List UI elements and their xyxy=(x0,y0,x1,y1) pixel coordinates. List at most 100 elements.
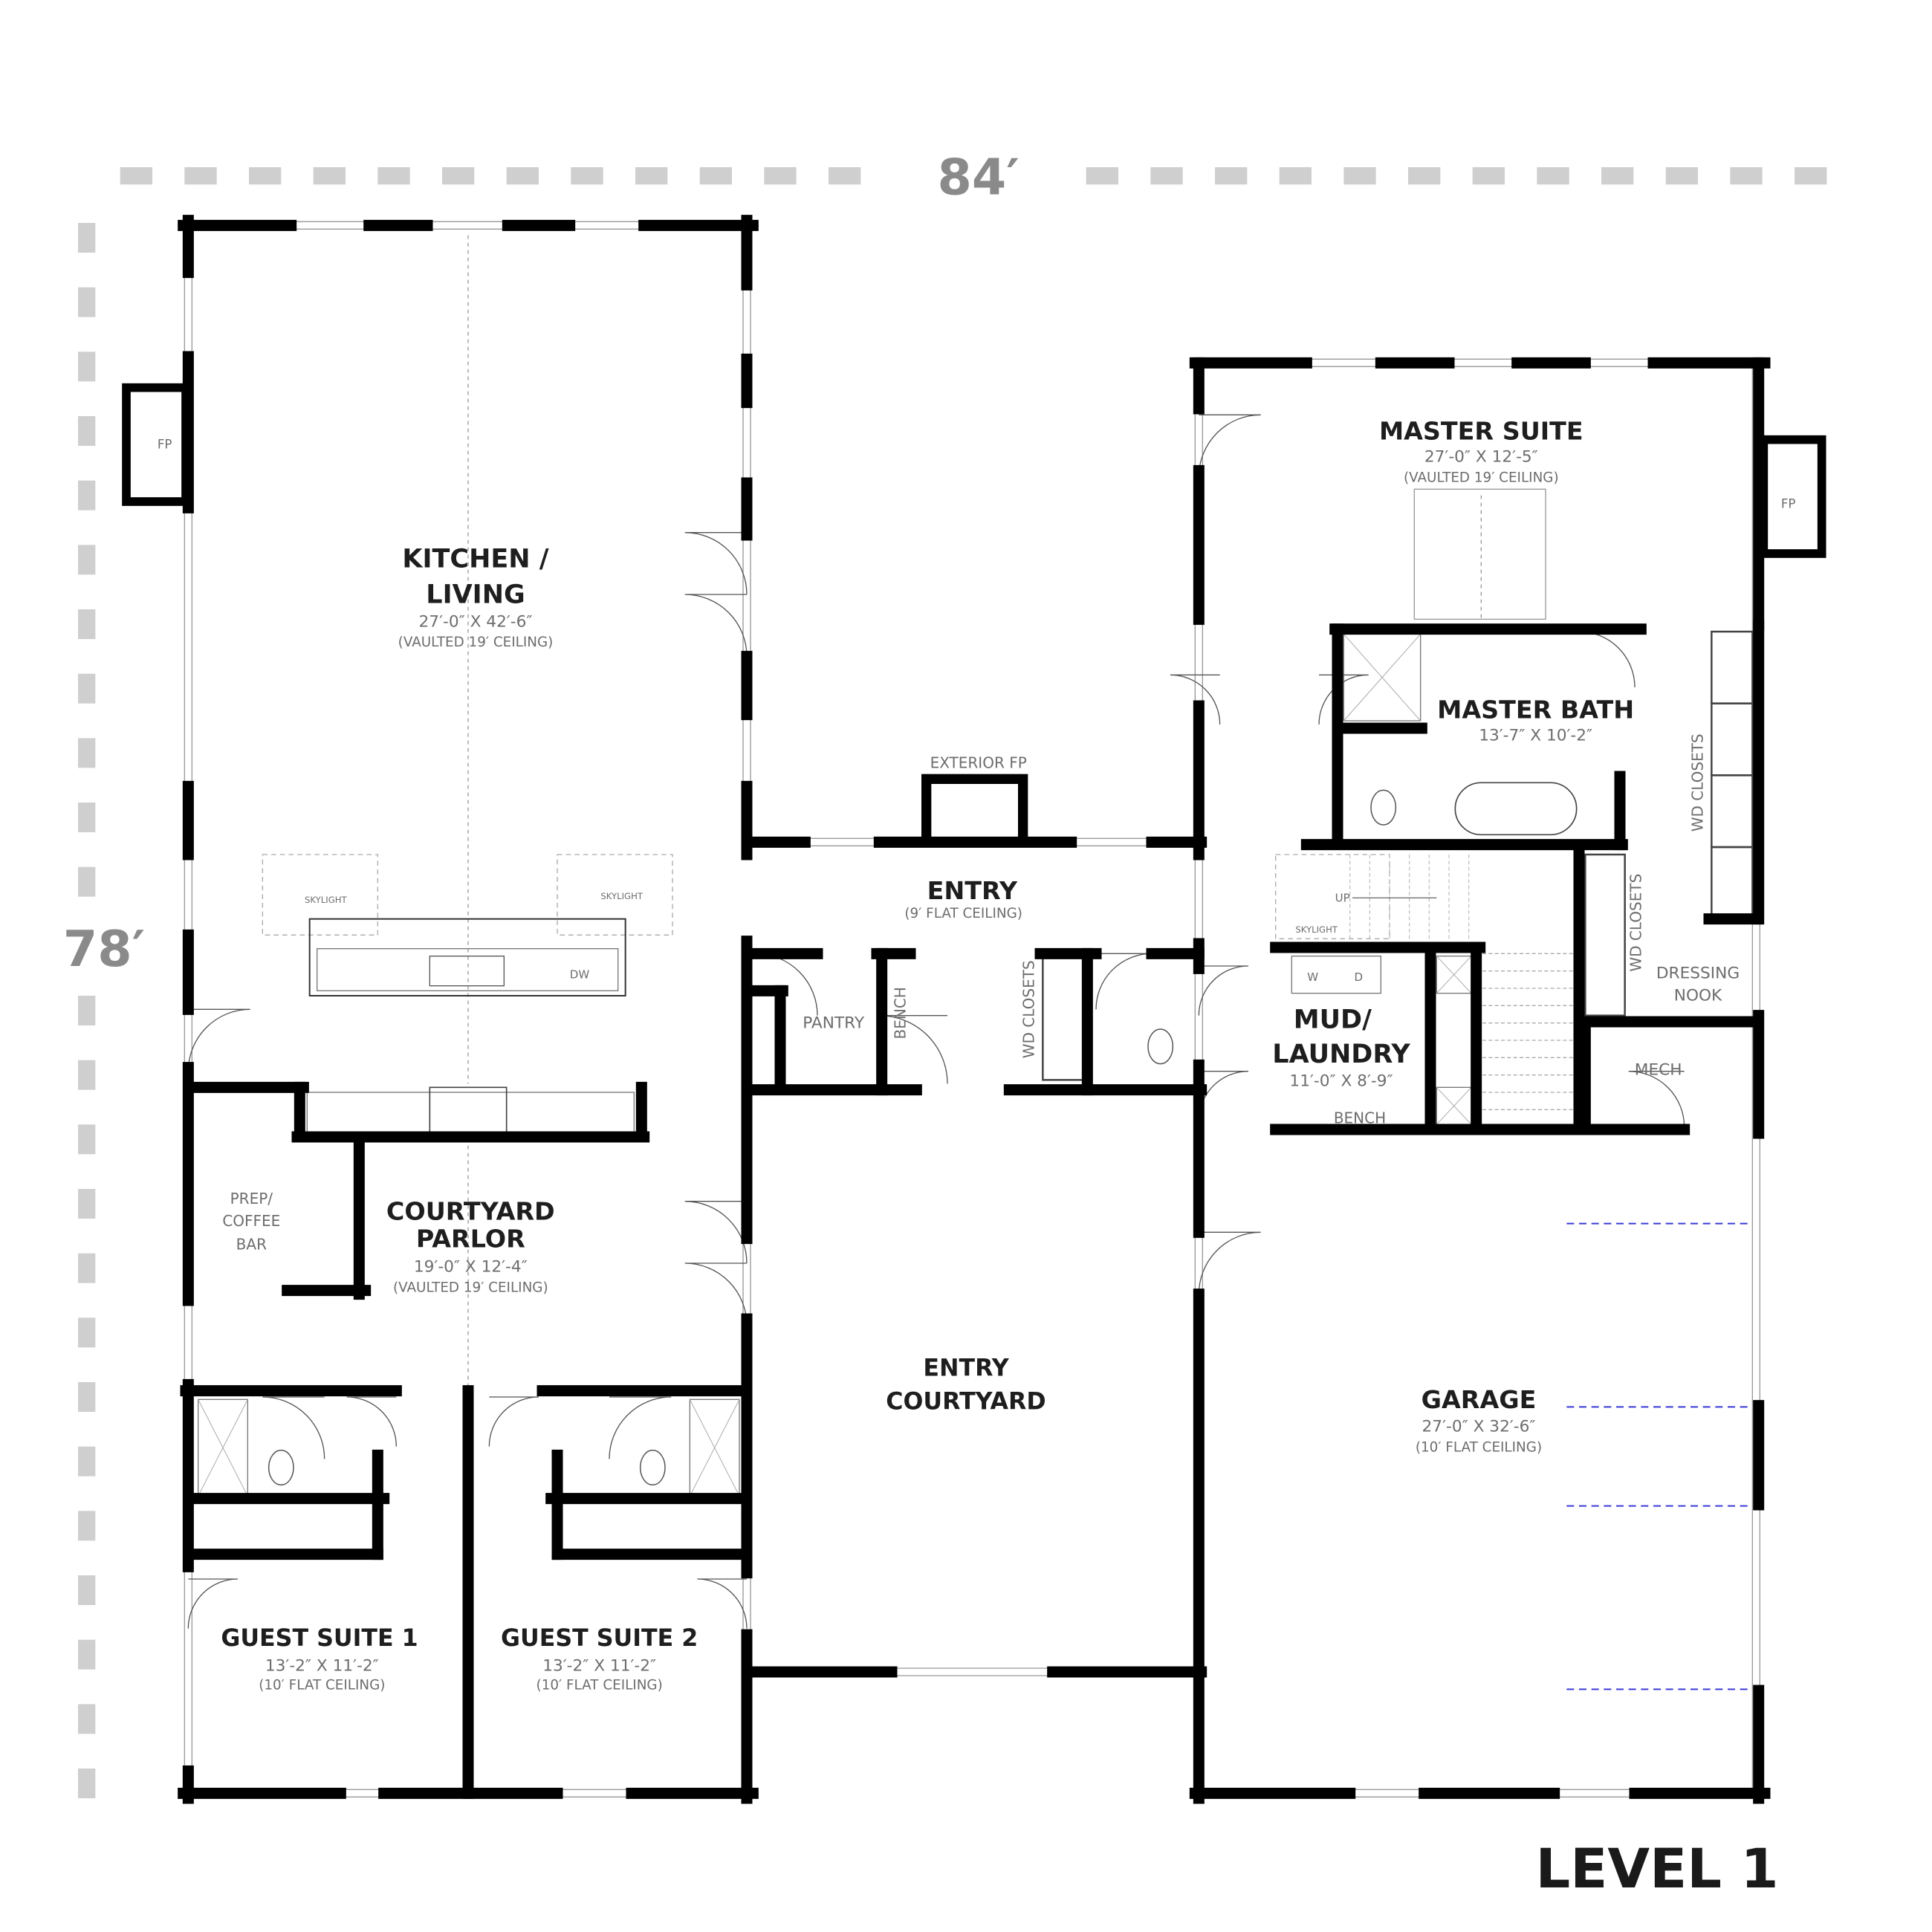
washer-label: W xyxy=(1307,970,1318,984)
toilet xyxy=(639,1449,666,1486)
dimension-dash xyxy=(78,1704,96,1734)
dimension-dash xyxy=(1730,167,1763,185)
dimension-dash xyxy=(442,167,475,185)
door-swing xyxy=(1198,414,1261,477)
room-name: PARLOR xyxy=(416,1224,525,1253)
fireplace-label: FP xyxy=(158,437,172,451)
dimension-dash xyxy=(78,416,96,446)
door-swing xyxy=(1095,953,1153,1010)
dimension-dash xyxy=(78,1382,96,1412)
closet-section xyxy=(1042,955,1085,1081)
dimension-dash xyxy=(249,167,282,185)
dimension-dash xyxy=(78,1511,96,1541)
dimension-dash xyxy=(78,738,96,768)
dimension-dash xyxy=(1408,167,1441,185)
dimension-dash xyxy=(78,1060,96,1090)
dimension-dash xyxy=(1215,167,1248,185)
skylight xyxy=(557,854,673,936)
mech-label: MECH xyxy=(1635,1061,1682,1080)
dimension-dash xyxy=(78,1769,96,1798)
room-name: KITCHEN / xyxy=(402,544,548,574)
dimension-dash xyxy=(78,673,96,704)
room-ceiling: (10′ FLAT CEILING) xyxy=(259,1677,385,1693)
room-kitchen-living: KITCHEN / LIVING 27′-0″ X 42′-6″ (VAULTE… xyxy=(398,544,554,650)
skylight-label: SKYLIGHT xyxy=(305,895,347,905)
closet-section xyxy=(1584,853,1626,1017)
dimension-dash xyxy=(78,1639,96,1670)
room-size: 27′-0″ X 32′-6″ xyxy=(1422,1418,1536,1436)
dimension-dash xyxy=(78,480,96,510)
door-swing xyxy=(346,1396,397,1447)
level-label: LEVEL 1 xyxy=(1536,1838,1779,1901)
dimension-dash xyxy=(120,167,152,185)
dimension-dash xyxy=(78,1446,96,1476)
island-counter xyxy=(317,948,619,991)
dimension-dash xyxy=(1472,167,1505,185)
dimension-dash xyxy=(1086,167,1118,185)
door-swing xyxy=(1198,1231,1261,1294)
kitchen-island xyxy=(308,918,626,997)
shower-drain-line xyxy=(198,1399,248,1497)
dimension-dash xyxy=(78,1253,96,1283)
prep-coffee-bar-label: COFFEE xyxy=(222,1212,280,1230)
dimension-dash xyxy=(1665,167,1698,185)
dimension-dash xyxy=(78,1189,96,1219)
room-mud-laundry: MUD/ LAUNDRY 11′-0″ X 8′-9″ xyxy=(1272,1005,1410,1090)
dimension-dash xyxy=(313,167,346,185)
skylight-label: SKYLIGHT xyxy=(1295,924,1338,935)
door-swing xyxy=(187,1008,250,1072)
wd-closets-label: WD CLOSETS xyxy=(1689,733,1707,832)
room-ceiling: (9′ FLAT CEILING) xyxy=(904,906,1022,921)
door-swing xyxy=(684,1201,748,1264)
dimension-dash xyxy=(78,609,96,639)
room-guest-suite-1: GUEST SUITE 1 13′-2″ X 11′-2″ (10′ FLAT … xyxy=(221,1625,418,1693)
room-size: 27′-0″ X 42′-6″ xyxy=(419,612,533,631)
dimension-dash xyxy=(78,223,96,253)
door-swing xyxy=(755,953,818,1016)
wd-closets-label: WD CLOSETS xyxy=(1020,960,1038,1058)
dimension-dash xyxy=(1537,167,1569,185)
dimension-dash xyxy=(78,866,96,897)
shower-drain-line xyxy=(689,1399,740,1497)
toilet xyxy=(268,1449,294,1486)
room-entry: ENTRY (9′ FLAT CEILING) xyxy=(904,876,1022,921)
room-guest-suite-2: GUEST SUITE 2 13′-2″ X 11′-2″ (10′ FLAT … xyxy=(501,1625,698,1693)
dimension-dash xyxy=(78,996,96,1025)
room-ceiling: (VAULTED 19′ CEILING) xyxy=(393,1280,548,1295)
range xyxy=(429,1086,508,1133)
dressing-nook-label: NOOK xyxy=(1674,987,1722,1005)
room-garage: GARAGE 27′-0″ X 32′-6″ (10′ FLAT CEILING… xyxy=(1416,1385,1542,1455)
walls xyxy=(122,215,1826,1804)
bathtub xyxy=(1454,782,1578,836)
door-swing xyxy=(697,1578,748,1629)
room-name: LAUNDRY xyxy=(1272,1040,1410,1069)
wd-closets-label: WD CLOSETS xyxy=(1627,874,1644,972)
shower-drain-line xyxy=(1436,956,1472,994)
door-swing xyxy=(609,1396,672,1459)
dryer-label: D xyxy=(1355,970,1364,984)
room-name: LIVING xyxy=(426,580,525,610)
sink xyxy=(429,956,505,987)
room-size: 13′-7″ X 10′-2″ xyxy=(1479,727,1592,745)
toilet xyxy=(1147,1028,1174,1065)
dimension-dash xyxy=(571,167,603,185)
dimension-dash xyxy=(78,287,96,317)
closet-section xyxy=(1711,774,1754,849)
room-name: MUD/ xyxy=(1294,1005,1372,1034)
exterior-fireplace xyxy=(921,774,1028,848)
room-ceiling: (VAULTED 19′ CEILING) xyxy=(398,635,554,650)
shower-drain-line xyxy=(1343,634,1422,722)
room-name: ENTRY xyxy=(927,876,1018,905)
dimension-dash xyxy=(1343,167,1376,185)
room-name: COURTYARD xyxy=(886,1389,1046,1416)
room-name: MASTER SUITE xyxy=(1379,417,1583,446)
stairs-up-label: UP xyxy=(1335,891,1350,904)
closet-section xyxy=(1711,630,1754,704)
fireplace-label: FP xyxy=(1781,496,1796,510)
room-ceiling: (10′ FLAT CEILING) xyxy=(537,1677,663,1693)
door-swing xyxy=(1578,631,1636,688)
dimension-dash xyxy=(78,1317,96,1348)
room-entry-courtyard: ENTRY COURTYARD xyxy=(886,1355,1046,1416)
room-name: GUEST SUITE 1 xyxy=(221,1625,418,1652)
